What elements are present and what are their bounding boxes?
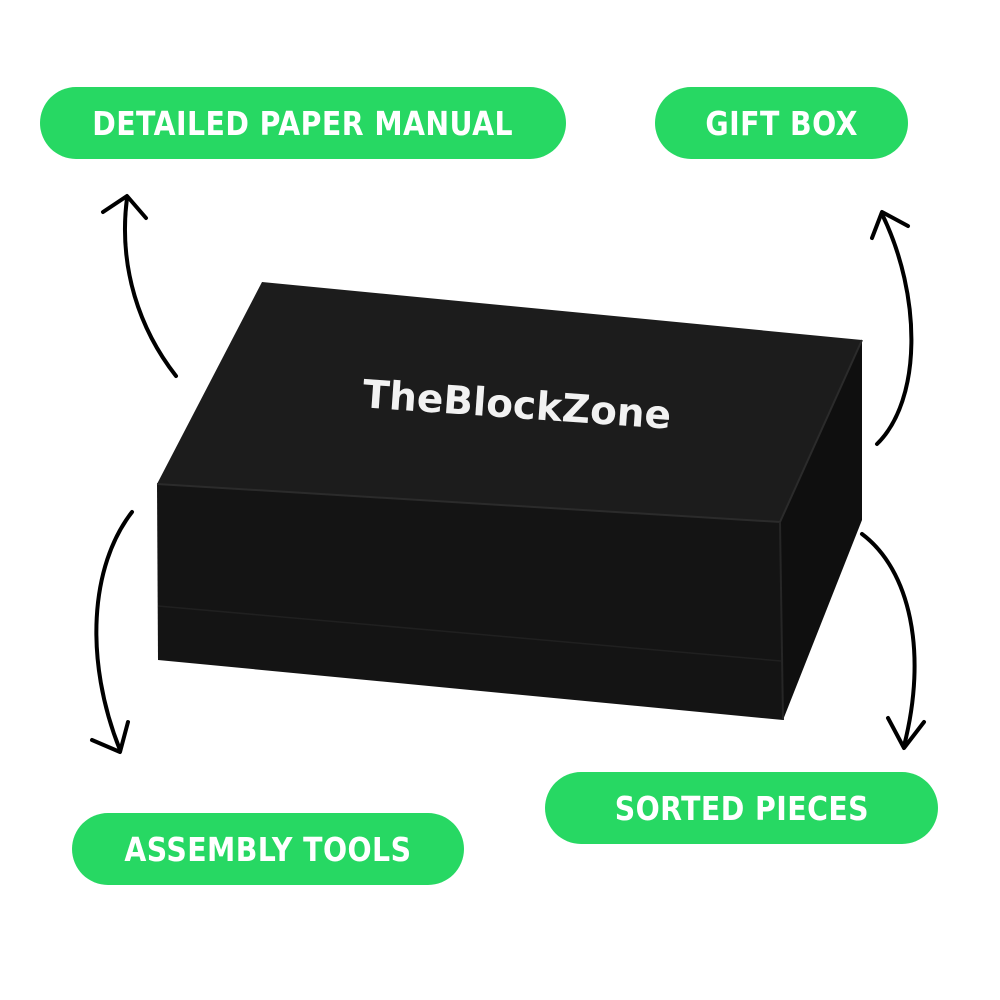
box-lid-seam	[157, 605, 782, 662]
box-edge-line	[779, 521, 784, 721]
label-text: DETAILED PAPER MANUAL	[92, 103, 514, 143]
box-front-face	[157, 484, 783, 720]
box-lid-top	[157, 282, 862, 522]
label-text: SORTED PIECES	[614, 788, 869, 828]
curved-arrow-icon	[860, 532, 926, 750]
curved-arrow-icon	[870, 210, 914, 446]
box-side-face	[780, 340, 862, 720]
label-pill-gift-box: GIFT BOX	[655, 87, 908, 159]
label-pill-sorted-pieces: SORTED PIECES	[545, 772, 938, 844]
label-text: GIFT BOX	[705, 103, 858, 143]
label-pill-assembly-tools: ASSEMBLY TOOLS	[72, 813, 464, 885]
label-pill-detailed-paper-manual: DETAILED PAPER MANUAL	[40, 87, 566, 159]
label-text: ASSEMBLY TOOLS	[124, 829, 412, 869]
curved-arrow-icon	[101, 194, 178, 378]
curved-arrow-icon	[90, 510, 134, 754]
